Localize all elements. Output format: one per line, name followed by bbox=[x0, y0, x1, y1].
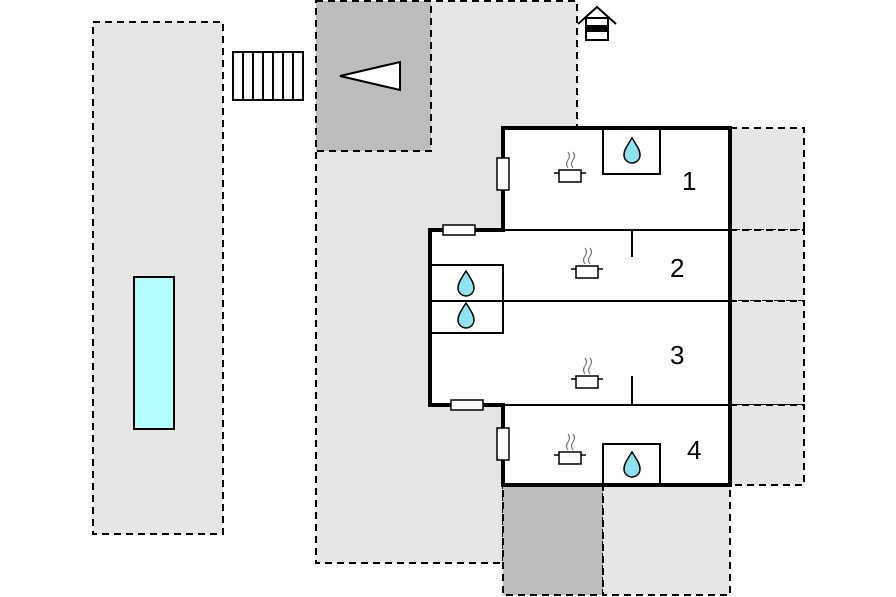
bottom-terrace bbox=[602, 484, 731, 596]
swimming-pool bbox=[133, 276, 175, 430]
stairs-icon bbox=[232, 51, 304, 101]
outer-walls bbox=[428, 126, 732, 487]
stove-icon bbox=[554, 151, 586, 183]
water-drop-icon bbox=[457, 301, 475, 329]
triangle-pointer-icon bbox=[339, 60, 401, 92]
covered-terrace-bottom bbox=[502, 484, 604, 596]
room-label-3: 3 bbox=[670, 340, 684, 370]
water-drop-icon bbox=[623, 136, 641, 164]
house-icon bbox=[577, 5, 617, 41]
stove-icon bbox=[571, 247, 603, 279]
window bbox=[496, 157, 510, 191]
water-drop-icon bbox=[623, 450, 641, 478]
stove-icon bbox=[571, 357, 603, 389]
room-label-4: 4 bbox=[687, 435, 701, 465]
right-terrace-2 bbox=[729, 229, 805, 302]
right-terrace-1 bbox=[729, 127, 805, 231]
room-label-1: 1 bbox=[682, 166, 696, 196]
window bbox=[496, 427, 510, 461]
right-terrace-4 bbox=[729, 404, 805, 486]
room-label-2: 2 bbox=[670, 253, 684, 283]
stove-icon bbox=[554, 433, 586, 465]
right-terrace-3 bbox=[729, 300, 805, 406]
window bbox=[450, 399, 484, 411]
bathroom-1 bbox=[602, 127, 661, 175]
window bbox=[442, 224, 476, 236]
water-drop-icon bbox=[457, 269, 475, 297]
